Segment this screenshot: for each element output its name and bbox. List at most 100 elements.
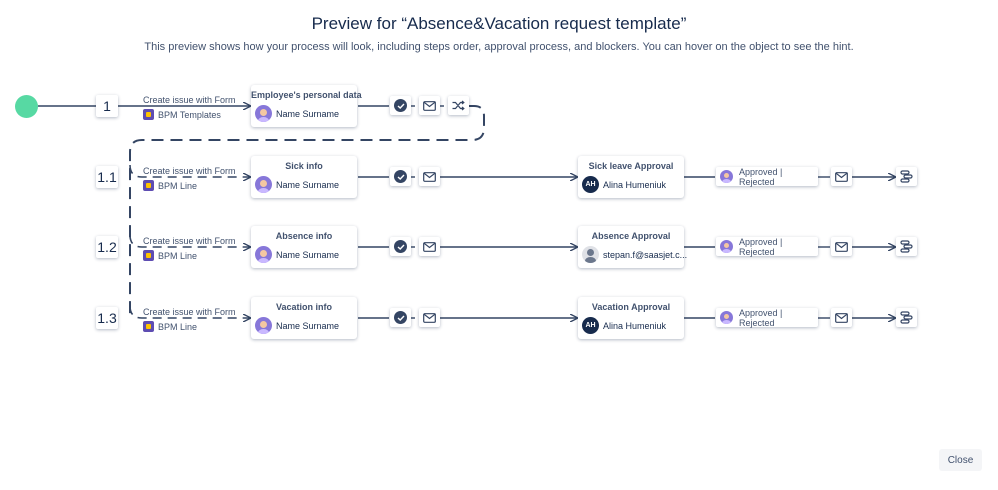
card-assignee: Name Surname (255, 176, 339, 193)
source-label: BPM Line (158, 321, 198, 332)
checklist-button[interactable] (390, 237, 411, 256)
workflow-icon (900, 311, 913, 324)
email-notification-button[interactable] (419, 96, 440, 115)
workflow-icon (900, 170, 913, 183)
page-title: Preview for “Absence&Vacation request te… (311, 14, 687, 33)
card-title: Employee's personal data (251, 90, 362, 100)
step-number-1-3[interactable]: 1.3 (96, 307, 118, 329)
bpm-app-icon (143, 109, 154, 120)
mail-icon (835, 171, 848, 182)
status-label: Approved | Rejected (739, 166, 783, 187)
step-action-1-3[interactable]: Create issue with Form BPM Line (143, 307, 236, 332)
transition-button[interactable] (896, 308, 917, 327)
transition-button[interactable] (896, 167, 917, 186)
card-title: Absence info (275, 231, 333, 241)
shuffle-icon (452, 100, 465, 111)
approver: AH Alina Humeniuk (582, 176, 666, 193)
approval-card-absence[interactable]: Absence Approval stepan.f@saasjet.c... (578, 226, 687, 268)
page-subtitle: This preview shows how your process will… (144, 41, 854, 53)
checklist-button[interactable] (390, 96, 411, 115)
user-avatar-icon (720, 311, 733, 324)
status-label: Approved | Rejected (739, 236, 783, 257)
check-circle-icon (394, 170, 407, 183)
email-notification-button[interactable] (831, 308, 852, 327)
approver-avatar-icon: AH (582, 317, 599, 334)
mail-icon (835, 241, 848, 252)
checklist-button[interactable] (390, 308, 411, 327)
issue-card-absence-info[interactable]: Absence info Name Surname (251, 226, 357, 268)
approval-status[interactable]: Approved | Rejected (716, 166, 818, 187)
approver-name: Alina Humeniuk (603, 179, 667, 190)
action-label: Create issue with Form (143, 236, 236, 246)
generic-user-icon (582, 246, 599, 263)
step-action-1-2[interactable]: Create issue with Form BPM Line (143, 236, 236, 261)
step-number-1-2[interactable]: 1.2 (96, 236, 118, 258)
checklist-button[interactable] (390, 167, 411, 186)
bpm-app-icon (143, 180, 154, 191)
transition-button[interactable] (896, 237, 917, 256)
approval-status[interactable]: Approved | Rejected (716, 236, 818, 257)
step-action-1[interactable]: Create issue with Form BPM Templates (143, 95, 236, 120)
email-notification-button[interactable] (831, 167, 852, 186)
email-notification-button[interactable] (419, 308, 440, 327)
close-button[interactable]: Close (939, 449, 982, 471)
assignee-name: Name Surname (276, 179, 340, 190)
start-node[interactable] (15, 95, 38, 118)
mail-icon (423, 312, 436, 323)
action-source: BPM Line (143, 321, 236, 332)
approver-name: Alina Humeniuk (603, 320, 667, 331)
user-avatar-icon (255, 317, 272, 334)
card-title: Vacation info (275, 302, 332, 312)
user-avatar-icon (255, 176, 272, 193)
email-notification-button[interactable] (419, 167, 440, 186)
approval-title: Vacation Approval (591, 302, 671, 312)
approval-title: Absence Approval (591, 231, 671, 241)
action-label: Create issue with Form (143, 307, 236, 317)
card-assignee: Name Surname (255, 317, 339, 334)
step-number-1[interactable]: 1 (96, 95, 118, 117)
issue-card-sick-info[interactable]: Sick info Name Surname (251, 156, 357, 198)
approval-title: Sick leave Approval (588, 161, 674, 171)
approver-avatar-icon: AH (582, 176, 599, 193)
action-label: Create issue with Form (143, 95, 236, 105)
bpm-app-icon (143, 321, 154, 332)
assignee-name: Name Surname (276, 320, 340, 331)
card-title: Sick info (285, 161, 323, 171)
action-source: BPM Templates (143, 109, 236, 120)
mail-icon (835, 312, 848, 323)
approval-status[interactable]: Approved | Rejected (716, 307, 818, 328)
action-source: BPM Line (143, 180, 236, 191)
approval-card-sick-leave[interactable]: Sick leave Approval AH Alina Humeniuk (578, 156, 684, 198)
user-avatar-icon (720, 240, 733, 253)
approval-card-vacation[interactable]: Vacation Approval AH Alina Humeniuk (578, 297, 684, 339)
source-label: BPM Templates (158, 109, 221, 120)
user-avatar-icon (255, 246, 272, 263)
action-label: Create issue with Form (143, 166, 236, 176)
action-source: BPM Line (143, 250, 236, 261)
source-label: BPM Line (158, 180, 198, 191)
mail-icon (423, 171, 436, 182)
card-assignee: Name Surname (255, 246, 339, 263)
card-assignee: Name Surname (255, 105, 339, 122)
issue-card-employee-data[interactable]: Employee's personal data Name Surname (251, 85, 362, 127)
user-avatar-icon (255, 105, 272, 122)
email-notification-button[interactable] (831, 237, 852, 256)
step-number-1-1[interactable]: 1.1 (96, 166, 118, 188)
check-circle-icon (394, 240, 407, 253)
step-action-1-1[interactable]: Create issue with Form BPM Line (143, 166, 236, 191)
approver: stepan.f@saasjet.c... (582, 246, 687, 263)
user-avatar-icon (720, 170, 733, 183)
check-circle-icon (394, 99, 407, 112)
mail-icon (423, 100, 436, 111)
workflow-icon (900, 240, 913, 253)
approver-name: stepan.f@saasjet.c... (603, 249, 688, 260)
source-label: BPM Line (158, 250, 198, 261)
assignee-name: Name Surname (276, 249, 340, 260)
status-label: Approved | Rejected (739, 307, 783, 328)
email-notification-button[interactable] (419, 237, 440, 256)
issue-card-vacation-info[interactable]: Vacation info Name Surname (251, 297, 357, 339)
check-circle-icon (394, 311, 407, 324)
parallel-branch-button[interactable] (448, 96, 469, 115)
assignee-name: Name Surname (276, 108, 340, 119)
